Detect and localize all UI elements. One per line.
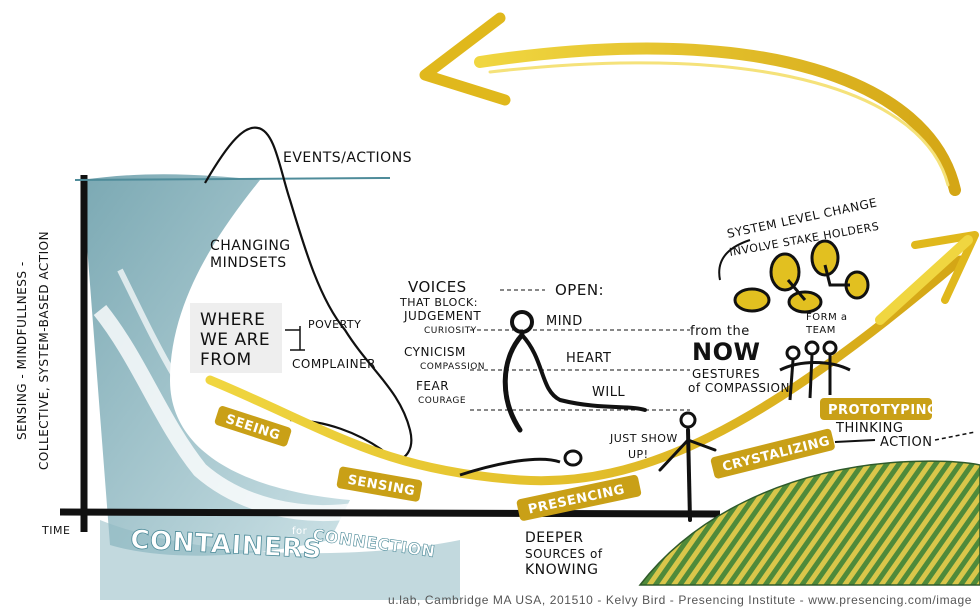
label-action: ACTION — [880, 435, 932, 450]
gestures-line1: GESTURES — [692, 367, 760, 381]
stakeholder-circles — [733, 239, 870, 314]
earth-globe — [638, 460, 980, 586]
label-cynicism: CYNICISM — [404, 345, 466, 359]
label-will: WILL — [592, 385, 625, 400]
meditating-figure — [502, 310, 647, 433]
where-we-are-from: WHERE WE ARE FROM — [200, 310, 270, 370]
changing-mindsets-line2: MINDSETS — [210, 255, 287, 271]
just-show-up: JUST SHOW UP! — [609, 432, 678, 461]
form-team-line1: FORM a — [806, 312, 848, 323]
axes — [59, 175, 721, 532]
changing-mindsets-line1: CHANGING — [210, 238, 291, 254]
just-show-up-line2: UP! — [628, 448, 649, 461]
voices-line1: VOICES — [408, 278, 467, 296]
label-curiosity: CURIOSITY — [424, 326, 477, 336]
label-compassion: COMPASSION — [420, 362, 485, 372]
deeper-line2: SOURCES of — [525, 547, 603, 561]
stage-prototyping: PROTOTYPING — [828, 403, 938, 418]
changing-mindsets: CHANGING MINDSETS — [210, 238, 291, 271]
top-return-arrow — [419, 12, 961, 196]
lying-figure — [459, 449, 583, 477]
teal-wave — [82, 174, 460, 600]
label-poverty: POVERTY — [308, 318, 361, 331]
label-open: OPEN: — [555, 281, 604, 299]
footer-credit: u.lab, Cambridge MA USA, 201510 - Kelvy … — [388, 593, 972, 607]
label-now: NOW — [692, 338, 760, 366]
where-line2: WE ARE — [200, 330, 270, 350]
voices-that-block: VOICES THAT BLOCK: — [399, 278, 478, 309]
gestures-line2: of COMPASSION — [688, 381, 790, 395]
label-complainer: COMPLAINER — [292, 357, 376, 371]
action-dash — [934, 431, 976, 441]
vertical-axis-label: SENSING - MINDFULLNESS - COLLECTIVE, SYS… — [15, 231, 51, 470]
vertical-axis-line2: COLLECTIVE, SYSTEM-BASED ACTION — [37, 231, 51, 470]
gestures-of-compassion: GESTURES of COMPASSION — [688, 367, 790, 395]
voices-line2: THAT BLOCK: — [399, 296, 478, 309]
label-from-the: from the — [690, 324, 750, 339]
label-fear: FEAR — [416, 379, 449, 393]
label-heart: HEART — [566, 351, 611, 366]
form-team-line2: TEAM — [805, 325, 836, 336]
gold-u-curve — [205, 231, 979, 486]
where-we-are-from-box — [190, 303, 282, 373]
deeper-sources: DEEPER SOURCES of KNOWING — [525, 530, 603, 578]
vertical-axis-line1: SENSING - MINDFULLNESS - — [15, 261, 29, 440]
label-events-actions: EVENTS/ACTIONS — [283, 150, 412, 166]
label-mind: MIND — [546, 314, 583, 329]
deeper-line1: DEEPER — [525, 530, 584, 546]
label-judgement: JUDGEMENT — [403, 309, 481, 323]
where-line1: WHERE — [200, 310, 265, 330]
system-level-change: SYSTEM LEVEL CHANGE INVOLVE STAKE HOLDER… — [726, 195, 880, 259]
form-a-team: FORM a TEAM — [805, 312, 848, 336]
label-thinking: THINKING — [835, 421, 903, 436]
team-figures — [779, 340, 851, 401]
poverty-bracket — [285, 326, 305, 351]
label-time: TIME — [41, 524, 70, 537]
where-line3: FROM — [200, 350, 252, 370]
voices-dividers — [470, 289, 690, 411]
system-change-arrow — [718, 239, 751, 281]
label-courage: COURAGE — [418, 396, 466, 406]
deeper-line3: KNOWING — [525, 562, 598, 578]
just-show-up-line1: JUST SHOW — [609, 432, 678, 445]
thinking-action-arrow — [834, 439, 876, 443]
label-for: for — [292, 526, 308, 537]
standing-figure — [658, 411, 717, 522]
